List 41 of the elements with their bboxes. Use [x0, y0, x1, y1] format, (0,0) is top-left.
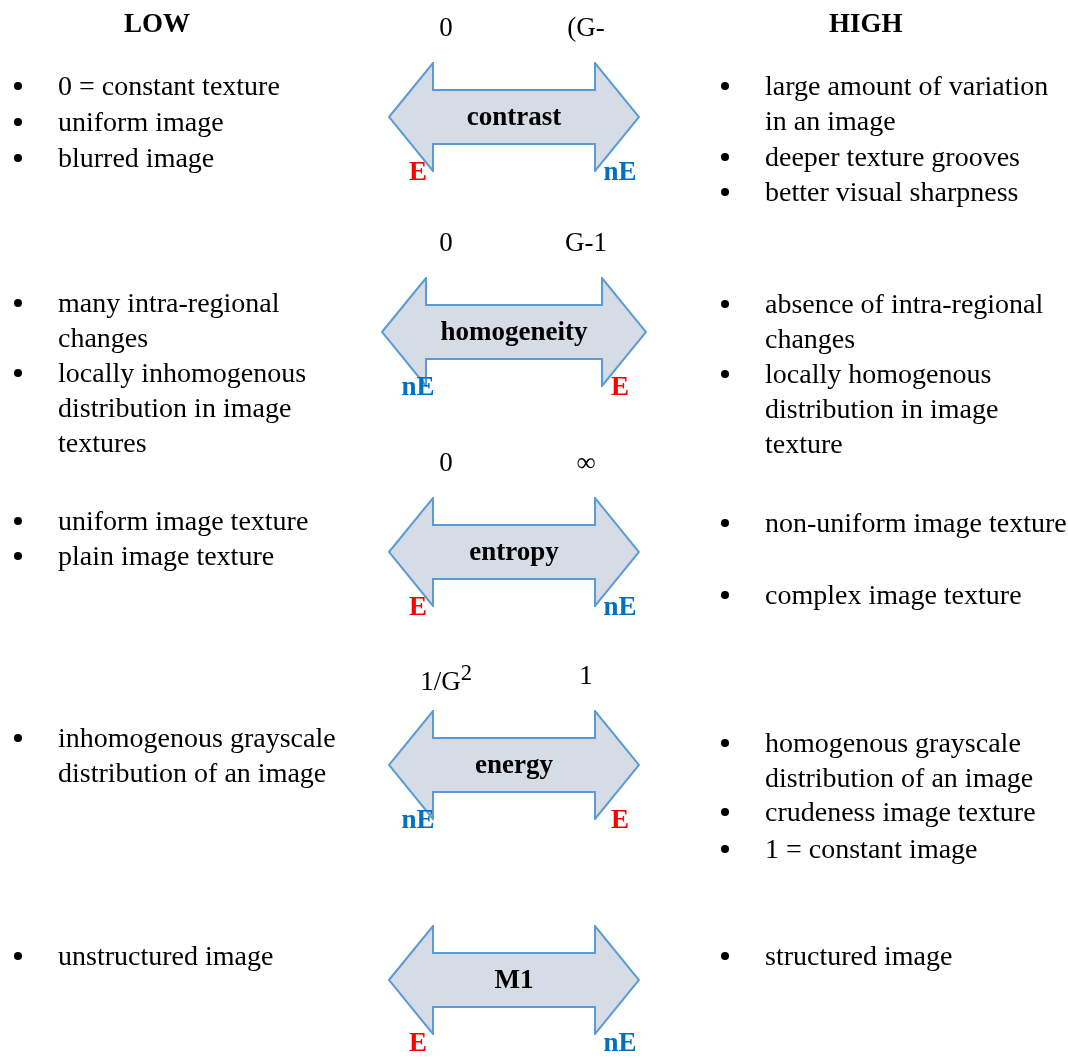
column-heading: HIGH	[829, 8, 903, 39]
bullet-item: locally homogenous distribution in image texture	[765, 357, 1000, 461]
bullet-item: deeper texture grooves	[765, 140, 1021, 174]
range-value: 0	[438, 227, 454, 258]
extreme-mark: E	[408, 156, 428, 187]
bullet-item: plain image texture	[58, 539, 276, 573]
bullet-item: better visual sharpness	[765, 175, 1020, 209]
bullet-item: inhomogenous grayscale distribution of an image	[58, 721, 337, 790]
bullet-item: locally inhomogenous distribution in image textures	[58, 356, 308, 460]
measure-label: entropy	[468, 536, 560, 567]
range-value: 1/G$^{2}$	[419, 660, 473, 697]
range-value: 1	[578, 660, 594, 691]
bullet-item: 0 = constant texture	[58, 69, 281, 103]
bullet-item: uniform image texture	[58, 504, 310, 538]
range-value: 0	[438, 447, 454, 478]
bullet-item: uniform image	[58, 105, 225, 139]
extreme-mark: E	[408, 591, 428, 622]
range-value: G-1	[564, 227, 608, 258]
extreme-mark: E	[610, 371, 630, 402]
bullet-item: crudeness image texture	[765, 795, 1037, 829]
column-heading: LOW	[124, 8, 190, 39]
extreme-mark: nE	[602, 591, 638, 622]
extreme-mark: nE	[400, 371, 436, 402]
range-value: ∞	[575, 447, 597, 478]
extreme-mark: nE	[400, 804, 436, 835]
range-value: (G-	[566, 12, 606, 43]
bullet-item: complex image texture	[765, 578, 1023, 612]
measure-label: contrast	[465, 101, 563, 132]
bullet-item: unstructured image	[58, 939, 275, 973]
bullet-item: structured image	[765, 939, 954, 973]
range-value: 0	[438, 12, 454, 43]
measure-label: energy	[474, 749, 554, 780]
bullet-item: non-uniform image texture	[765, 506, 1067, 540]
extreme-mark: nE	[602, 156, 638, 187]
bullet-item: blurred image	[58, 141, 216, 175]
measure-label: M1	[493, 964, 535, 995]
bullet-item: 1 = constant image	[765, 832, 979, 866]
extreme-mark: nE	[602, 1027, 638, 1058]
extreme-mark: E	[408, 1027, 428, 1058]
measure-label: homogeneity	[439, 316, 589, 347]
extreme-mark: E	[610, 804, 630, 835]
